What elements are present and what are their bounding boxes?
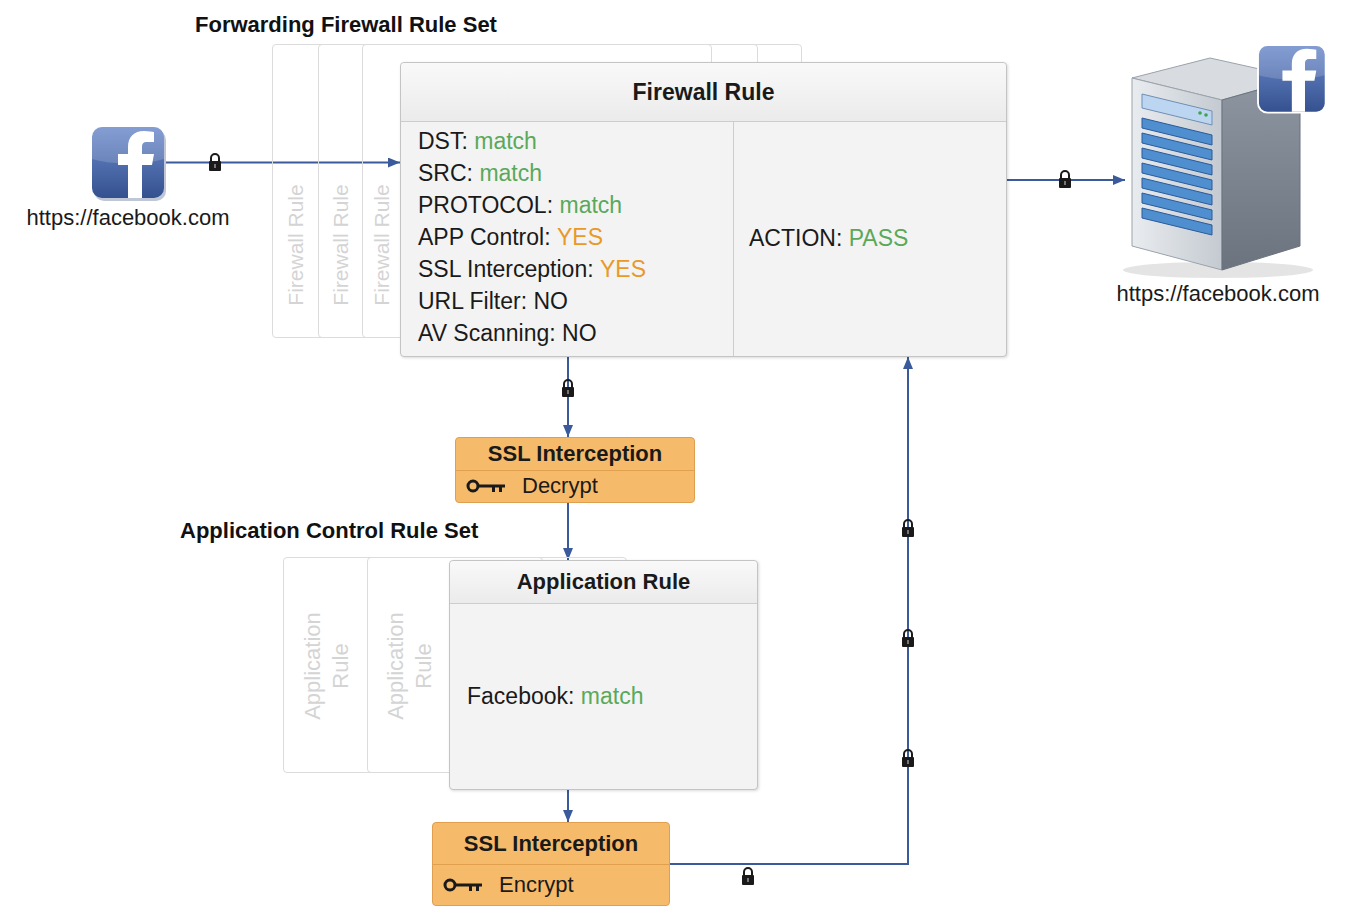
application-rule-box: Application RuleFacebook: match — [449, 560, 758, 790]
rule-title: Firewall Rule — [633, 79, 775, 106]
ssl-action-row: Encrypt — [433, 864, 669, 905]
field-name: AV Scanning: NO — [418, 320, 597, 346]
field-value: PASS — [849, 225, 909, 251]
field-value: match — [479, 160, 542, 186]
group-heading: Application Control Rule Set — [180, 518, 478, 544]
client-icon: https://facebook.com — [92, 127, 164, 198]
field-value: YES — [600, 256, 646, 282]
firewall-rule-box: Firewall RuleDST:matchSRC:matchPROTOCOL:… — [400, 62, 1007, 357]
ssl-action-row: Decrypt — [456, 470, 694, 502]
field-value: YES — [557, 224, 603, 250]
field-name: PROTOCOL: — [418, 192, 553, 218]
faded-rule-title: Application Rule — [299, 591, 354, 741]
field-name: SRC: — [418, 160, 473, 186]
group-heading: Forwarding Firewall Rule Set — [195, 12, 497, 38]
url-label: https://facebook.com — [27, 205, 230, 231]
field-row: URL Filter: NO — [418, 285, 733, 317]
field-row: AV Scanning: NO — [418, 317, 733, 349]
ssl-header: SSL Interception — [456, 438, 694, 471]
rule-header: Application Rule — [450, 561, 757, 604]
faded-rule-title: Application Rule — [382, 591, 437, 741]
field-name: DST: — [418, 128, 468, 154]
ssl-action: Decrypt — [522, 473, 598, 499]
field-value: match — [559, 192, 622, 218]
flow-arrow — [567, 790, 569, 822]
url-label: https://facebook.com — [1117, 281, 1320, 307]
ssl-action: Encrypt — [499, 872, 574, 898]
ssl-title: SSL Interception — [464, 831, 638, 857]
field-name: APP Control: — [418, 224, 551, 250]
key-icon — [443, 877, 483, 893]
ssl-decrypt-box: SSL InterceptionDecrypt — [455, 437, 695, 503]
faded-rule-title: Firewall Rule — [369, 160, 395, 330]
field-row: SSL Interception:YES — [418, 253, 733, 285]
field-row: Facebook: match — [467, 680, 757, 712]
flow-arrow — [164, 162, 400, 164]
facebook-icon — [92, 127, 166, 201]
field-row: DST:match — [418, 125, 733, 157]
flow-arrow — [567, 503, 569, 560]
rule-column: DST:matchSRC:matchPROTOCOL:matchAPP Cont… — [401, 121, 734, 356]
field-name: ACTION: — [749, 225, 842, 251]
ssl-encrypt-box: SSL InterceptionEncrypt — [432, 822, 670, 906]
faded-rule-title: Firewall Rule — [328, 160, 354, 330]
rule-header: Firewall Rule — [401, 63, 1006, 122]
server-node: https://facebook.com — [1125, 45, 1335, 270]
rule-column: ACTION: PASS — [734, 121, 1006, 356]
field-row: SRC:match — [418, 157, 733, 189]
faded-rule-title: Firewall Rule — [283, 160, 309, 330]
ssl-header: SSL Interception — [433, 823, 669, 865]
facebook-badge — [1258, 45, 1326, 113]
rule-title: Application Rule — [517, 569, 691, 595]
field-row: PROTOCOL:match — [418, 189, 733, 221]
key-icon — [466, 478, 506, 494]
rule-column: Facebook: match — [450, 603, 757, 789]
field-row: ACTION: PASS — [749, 222, 1006, 254]
field-value: match — [581, 683, 644, 709]
field-name: URL Filter: NO — [418, 288, 568, 314]
field-name: Facebook: — [467, 683, 574, 709]
field-name: SSL Interception: — [418, 256, 594, 282]
field-value: match — [474, 128, 537, 154]
field-row: APP Control:YES — [418, 221, 733, 253]
ssl-title: SSL Interception — [488, 441, 662, 467]
